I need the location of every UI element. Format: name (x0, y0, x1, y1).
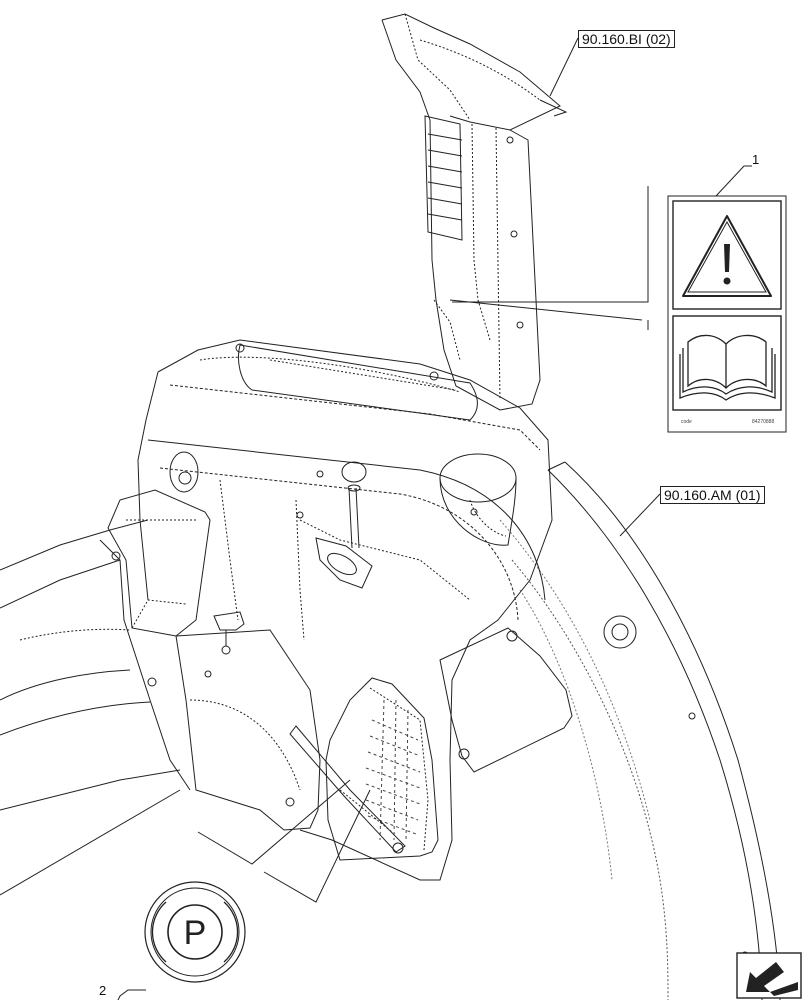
parking-brake-icon: P (144, 881, 246, 983)
warning-triangle-icon (682, 215, 772, 297)
leader-lines (117, 37, 752, 1000)
reference-label-fender[interactable]: 90.160.AM (01) (660, 486, 765, 504)
reference-label-steering-column[interactable]: 90.160.BI (02) (578, 30, 675, 48)
cab-side-panel (0, 489, 321, 896)
decal-part-number: 84270888 (752, 419, 775, 425)
callout-number-1: 1 (752, 152, 760, 167)
next-page-button[interactable] (737, 953, 801, 998)
access-cover-plate (439, 627, 573, 773)
console-housing (111, 339, 553, 881)
next-page-arrow-icon (736, 952, 802, 999)
safety-decal (667, 195, 787, 433)
callout-number-2: 2 (99, 983, 107, 998)
rear-fender (499, 461, 781, 1000)
parking-brake-lever (213, 461, 439, 861)
parking-symbol-letter: P (184, 914, 207, 952)
operator-manual-book-icon (679, 334, 776, 401)
steering-column-cover (381, 13, 568, 411)
decal-code-label: code (681, 419, 692, 425)
